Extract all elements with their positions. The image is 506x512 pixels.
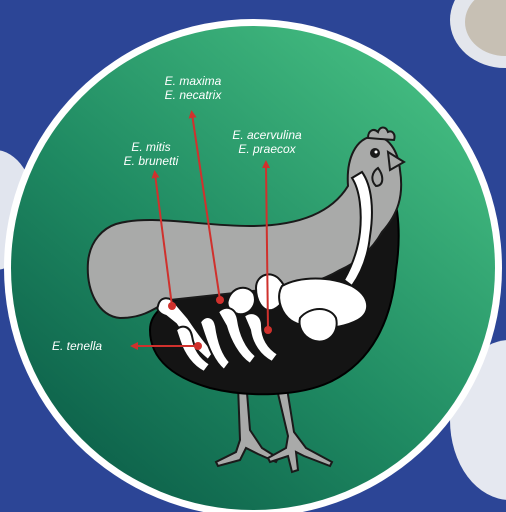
dot-mitis: [168, 302, 176, 310]
label-acervulina-praecox: E. acervulina E. praecox: [222, 128, 312, 156]
label-e-maxima: E. maxima: [143, 74, 243, 88]
label-e-mitis: E. mitis: [106, 140, 196, 154]
hen-wattle: [372, 168, 382, 186]
label-e-brunetti: E. brunetti: [106, 154, 196, 168]
label-e-tenella: E. tenella: [52, 339, 132, 353]
label-maxima-necatrix: E. maxima E. necatrix: [143, 74, 243, 102]
dot-acervulina: [264, 326, 272, 334]
dot-maxima: [216, 296, 224, 304]
label-e-acervulina: E. acervulina: [222, 128, 312, 142]
label-tenella: E. tenella: [52, 339, 132, 353]
label-mitis-brunetti: E. mitis E. brunetti: [106, 140, 196, 168]
label-e-necatrix: E. necatrix: [143, 88, 243, 102]
hen-eye-highlight: [375, 151, 378, 154]
dot-tenella: [194, 342, 202, 350]
label-e-praecox: E. praecox: [222, 142, 312, 156]
